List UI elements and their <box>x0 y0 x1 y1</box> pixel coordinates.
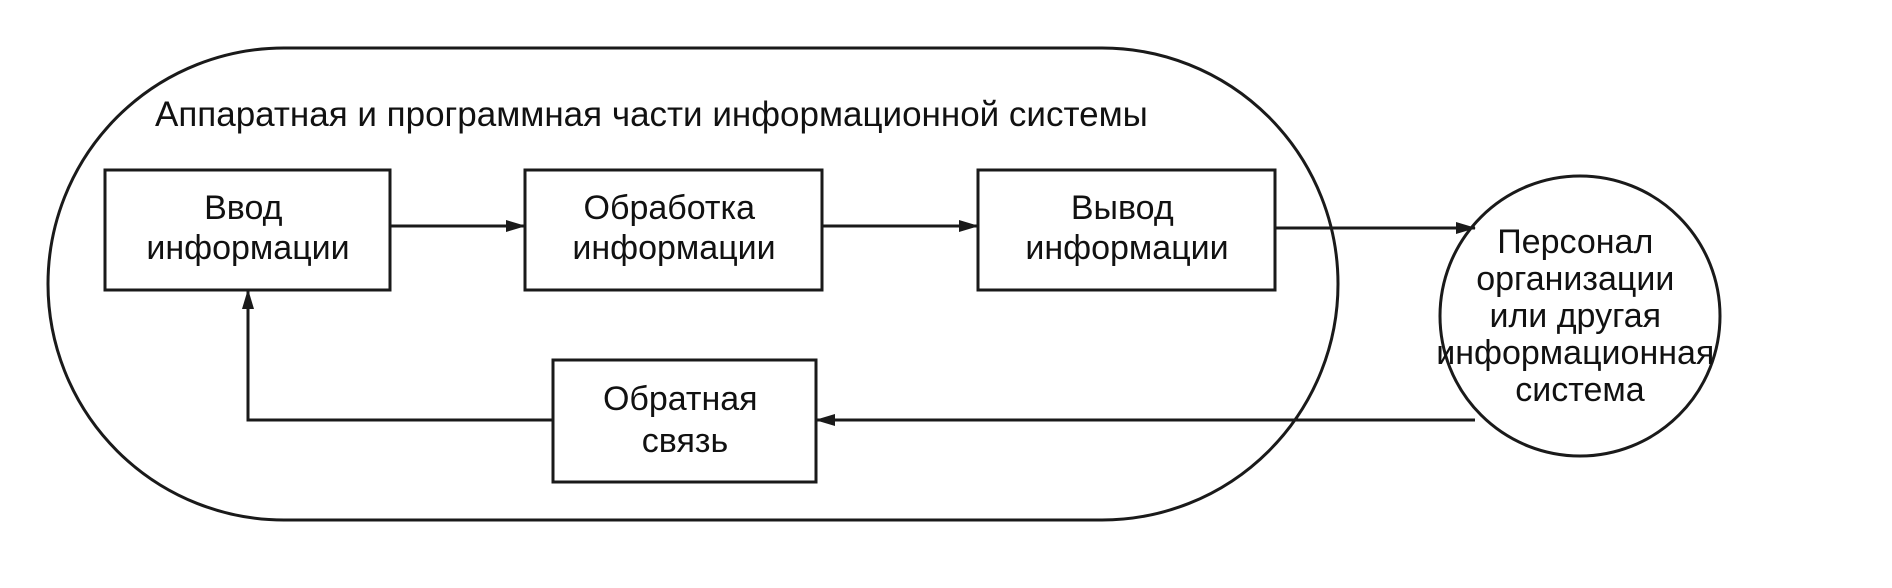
personnel-label-line-3: или другая <box>1489 297 1661 335</box>
arrow-feedback-to-input <box>242 289 553 422</box>
processing-block-label: Обработка информации <box>572 189 775 267</box>
feedback-block-label-line-2: связь <box>642 422 728 460</box>
input-block-label: Ввод информации <box>146 189 349 267</box>
output-block-label: Вывод информации <box>1025 189 1228 267</box>
processing-block-label-line-1: Обработка <box>584 189 756 227</box>
output-block-label-line-1: Вывод <box>1071 189 1174 227</box>
input-block-label-line-1: Ввод <box>204 189 283 227</box>
personnel-label-line-2: организации <box>1476 260 1674 298</box>
personnel-label: Персонал организации или другая информац… <box>1436 223 1724 409</box>
personnel-label-line-1: Персонал <box>1497 223 1653 261</box>
processing-block <box>523 168 824 292</box>
feedback-block <box>551 358 818 484</box>
processing-block-label-line-2: информации <box>572 229 775 267</box>
input-block-label-line-2: информации <box>146 229 349 267</box>
feedback-block-label-line-1: Обратная <box>603 380 758 418</box>
system-boundary-title: Аппаратная и программная части информаци… <box>155 95 1148 134</box>
personnel-label-line-5: система <box>1515 371 1644 409</box>
personnel-ellipse <box>1438 174 1722 458</box>
personnel-label-line-4: информационная <box>1436 334 1714 372</box>
output-block-label-line-2: информации <box>1025 229 1228 267</box>
feedback-block-label: Обратная связь <box>603 380 767 460</box>
input-block <box>103 168 392 292</box>
